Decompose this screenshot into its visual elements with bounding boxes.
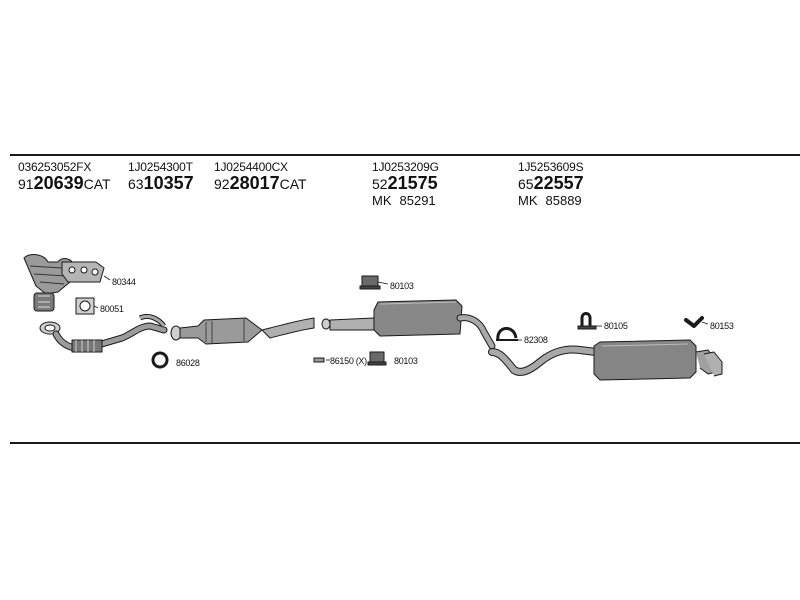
clamp-82308-part: [496, 327, 518, 341]
hanger-80153-part: [684, 316, 704, 328]
gasket-80051-part: [75, 297, 95, 315]
label-80105: 80105: [604, 321, 628, 331]
label-82308: 82308: [524, 335, 548, 345]
article-number: 6310357: [128, 173, 194, 193]
heat-shield-part: [61, 261, 105, 283]
oem-number: 1J0254400CX: [214, 160, 288, 174]
part-column-2: 1J0254300T 6310357: [128, 160, 194, 193]
oem-number: 036253052FX: [18, 160, 92, 174]
bottom-divider: [10, 442, 800, 444]
oem-number: 1J0253209G: [372, 160, 439, 174]
hanger-80103-top-part: [359, 275, 381, 290]
clamp-86150-part: [313, 357, 325, 363]
label-80344: 80344: [112, 277, 136, 287]
article-number: 9120639CAT: [18, 173, 111, 193]
label-80103-bottom: 80103: [394, 356, 418, 366]
label-86028: 86028: [176, 358, 200, 368]
top-divider: [10, 154, 800, 156]
article-number: 9228017CAT: [214, 173, 307, 193]
part-column-1: 036253052FX 9120639CAT: [18, 160, 111, 193]
article-number: 6522557: [518, 173, 584, 193]
hanger-80105-part: [577, 312, 597, 330]
middle-silencer-part: [321, 299, 496, 350]
rear-silencer-part: [488, 339, 723, 381]
article-number: 5221575: [372, 173, 438, 193]
label-80153: 80153: [710, 321, 734, 331]
label-86150: 86150 (X): [330, 356, 367, 366]
front-pipe-part: [39, 313, 168, 353]
label-80051: 80051: [100, 304, 124, 314]
label-80103-top: 80103: [390, 281, 414, 291]
oem-number: 1J0254300T: [128, 160, 193, 174]
hanger-80103-bottom-part: [367, 351, 387, 366]
clamp-86028-part: [151, 351, 169, 369]
oem-number: 1J5253609S: [518, 160, 584, 174]
part-column-3: 1J0254400CX 9228017CAT: [214, 160, 307, 193]
catalytic-converter-part: [170, 317, 315, 345]
